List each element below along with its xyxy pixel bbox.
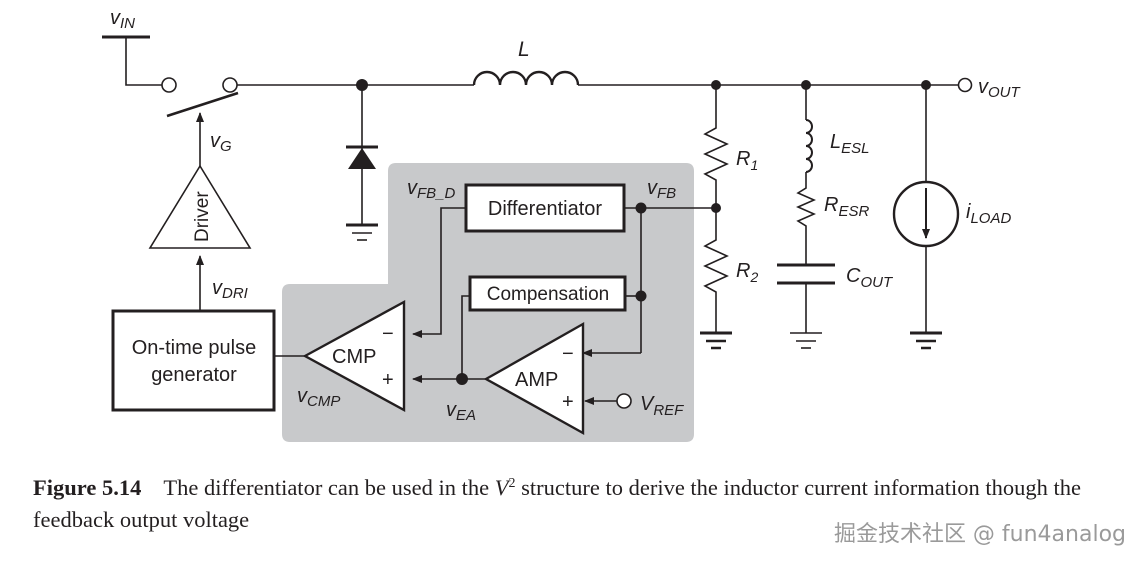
inductor-L [472, 70, 580, 86]
lesl-label: LESL [830, 131, 869, 157]
junction-cap-top [801, 80, 811, 90]
iload-label: iLOAD [966, 201, 1011, 227]
resr-label: RESR [824, 194, 869, 220]
vfbd-wire [412, 207, 466, 338]
cout-label: COUT [846, 265, 894, 291]
vg-label: vG [210, 130, 232, 155]
junction-vfb-divider [711, 203, 721, 213]
resistor-R2 [703, 208, 729, 332]
caption-text-after: structure to derive the inductor current… [33, 475, 1081, 532]
vea-label: vEA [446, 399, 476, 424]
switch-terminal-left [161, 77, 177, 93]
caption-v-symbol: V [494, 475, 509, 500]
cmp-minus-sign: − [382, 323, 394, 345]
cmp-label: CMP [332, 346, 376, 368]
vea-to-comp-wire [461, 295, 470, 379]
cmp-plus-sign: + [382, 369, 394, 391]
amp-minus-sign: − [562, 343, 574, 365]
differentiator-label: Differentiator [488, 198, 602, 220]
vfb-label: vFB [647, 177, 676, 202]
on-time-pulse-generator-box [111, 309, 276, 412]
v2-control-schematic: vIN L vOUT vG Driver vDRI R1 R2 LESL RES… [102, 7, 1022, 442]
amp-plus-sign: + [562, 391, 574, 413]
switch-blade [166, 91, 239, 118]
caption-superscript: 2 [508, 476, 516, 491]
vcmp-label: vCMP [297, 385, 340, 410]
amp-label: AMP [515, 369, 558, 391]
inductor-label: L [518, 38, 530, 61]
vout-terminal [957, 77, 973, 93]
compensation-label: Compensation [487, 284, 610, 305]
junction-vea [456, 373, 468, 385]
junction-switch-node [356, 79, 368, 91]
r1-label: R1 [736, 148, 758, 173]
diode-anode-triangle [348, 148, 376, 169]
cmp-comparator [302, 299, 406, 413]
differentiator-box [464, 183, 626, 233]
figure-number: Figure 5.14 [33, 475, 142, 500]
vin-wire [125, 37, 162, 86]
vin-label: vIN [110, 7, 135, 32]
driver-triangle [148, 164, 252, 249]
vfbd-label: vFB_D [407, 177, 456, 202]
otpg-label-line2: generator [151, 364, 237, 386]
resistor-R1 [703, 85, 729, 208]
driver-label: Driver [192, 191, 213, 242]
compensation-box [468, 275, 627, 312]
inductor-LESL [805, 119, 813, 173]
junction-comp [635, 290, 647, 302]
vref-label: VREF [640, 393, 684, 419]
junction-vfb-diff [635, 202, 647, 214]
caption-text-before: The differentiator can be used in the [163, 475, 495, 500]
vref-terminal [616, 393, 632, 409]
junction-load-top [921, 80, 931, 90]
watermark: 掘金技术社区 @ fun4analog [833, 522, 1126, 547]
r2-label: R2 [736, 260, 758, 285]
junction-r1-top [711, 80, 721, 90]
vout-label: vOUT [978, 76, 1022, 101]
vdri-label: vDRI [212, 277, 248, 302]
amp-error-amplifier [483, 321, 585, 436]
otpg-label-line1: On-time pulse [132, 337, 257, 359]
resistor-RESR [796, 172, 816, 265]
switch-terminal-right [222, 77, 238, 93]
figure-caption: Figure 5.14 The differentiator can be us… [33, 472, 1123, 536]
